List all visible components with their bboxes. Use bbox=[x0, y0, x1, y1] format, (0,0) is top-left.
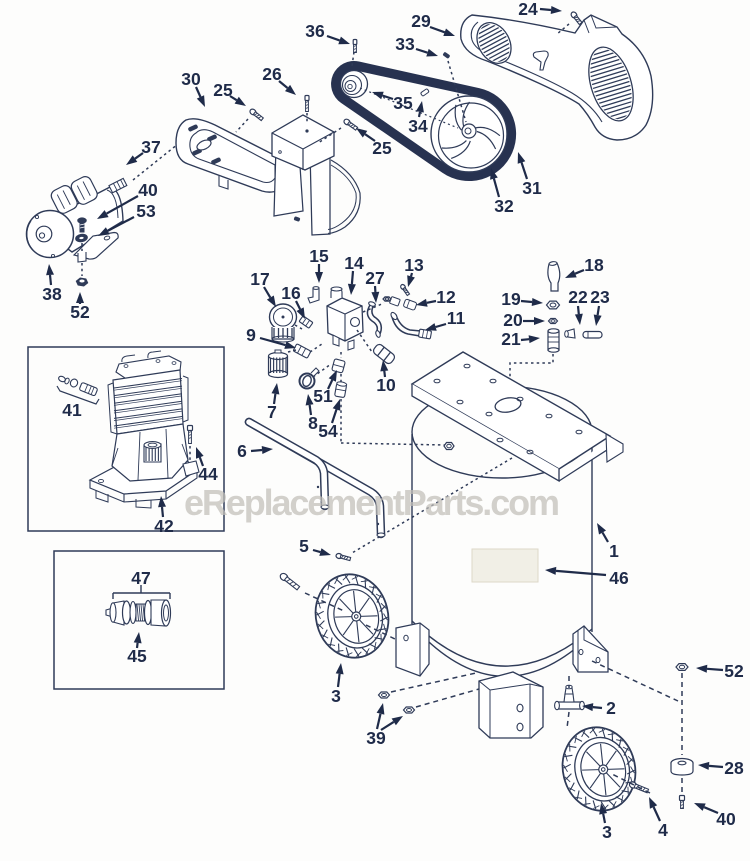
svg-text:20: 20 bbox=[503, 310, 523, 330]
svg-text:36: 36 bbox=[305, 21, 325, 41]
svg-text:7: 7 bbox=[267, 402, 277, 422]
svg-text:13: 13 bbox=[404, 255, 424, 275]
svg-text:12: 12 bbox=[436, 287, 456, 307]
svg-text:9: 9 bbox=[246, 325, 256, 345]
svg-text:17: 17 bbox=[250, 269, 269, 289]
svg-text:1: 1 bbox=[609, 541, 619, 561]
svg-text:42: 42 bbox=[154, 516, 174, 536]
svg-text:27: 27 bbox=[365, 268, 384, 288]
svg-text:25: 25 bbox=[213, 80, 233, 100]
svg-text:51: 51 bbox=[313, 386, 333, 406]
svg-text:24: 24 bbox=[518, 0, 538, 19]
svg-text:44: 44 bbox=[198, 464, 218, 484]
svg-text:3: 3 bbox=[331, 686, 341, 706]
svg-text:34: 34 bbox=[408, 116, 428, 136]
svg-text:23: 23 bbox=[590, 287, 610, 307]
svg-text:3: 3 bbox=[602, 822, 612, 842]
svg-text:45: 45 bbox=[127, 646, 147, 666]
svg-text:38: 38 bbox=[42, 284, 62, 304]
svg-text:21: 21 bbox=[501, 329, 521, 349]
svg-text:2: 2 bbox=[606, 698, 616, 718]
svg-text:33: 33 bbox=[395, 34, 415, 54]
svg-text:25: 25 bbox=[372, 138, 392, 158]
svg-text:8: 8 bbox=[308, 413, 318, 433]
svg-text:5: 5 bbox=[299, 536, 309, 556]
svg-text:22: 22 bbox=[568, 287, 588, 307]
svg-text:15: 15 bbox=[309, 246, 329, 266]
svg-text:40: 40 bbox=[716, 809, 736, 829]
svg-text:54: 54 bbox=[318, 421, 338, 441]
svg-text:4: 4 bbox=[658, 820, 668, 840]
svg-text:46: 46 bbox=[609, 568, 629, 588]
svg-text:26: 26 bbox=[262, 64, 282, 84]
svg-text:39: 39 bbox=[366, 728, 386, 748]
svg-text:32: 32 bbox=[494, 196, 514, 216]
svg-text:37: 37 bbox=[141, 137, 160, 157]
svg-text:41: 41 bbox=[62, 400, 82, 420]
svg-text:31: 31 bbox=[522, 178, 542, 198]
svg-text:6: 6 bbox=[237, 441, 247, 461]
svg-text:28: 28 bbox=[724, 758, 744, 778]
svg-text:16: 16 bbox=[281, 283, 301, 303]
svg-text:10: 10 bbox=[376, 375, 396, 395]
svg-text:30: 30 bbox=[181, 69, 201, 89]
svg-text:52: 52 bbox=[724, 661, 744, 681]
svg-text:53: 53 bbox=[136, 201, 156, 221]
svg-text:eReplacementParts.com: eReplacementParts.com bbox=[184, 482, 560, 523]
svg-text:35: 35 bbox=[393, 93, 413, 113]
svg-text:47: 47 bbox=[131, 568, 150, 588]
svg-text:18: 18 bbox=[584, 255, 604, 275]
svg-text:29: 29 bbox=[411, 11, 431, 31]
svg-text:14: 14 bbox=[344, 253, 364, 273]
svg-text:11: 11 bbox=[447, 308, 466, 328]
svg-text:19: 19 bbox=[501, 289, 521, 309]
svg-text:52: 52 bbox=[70, 302, 90, 322]
svg-text:40: 40 bbox=[138, 180, 158, 200]
